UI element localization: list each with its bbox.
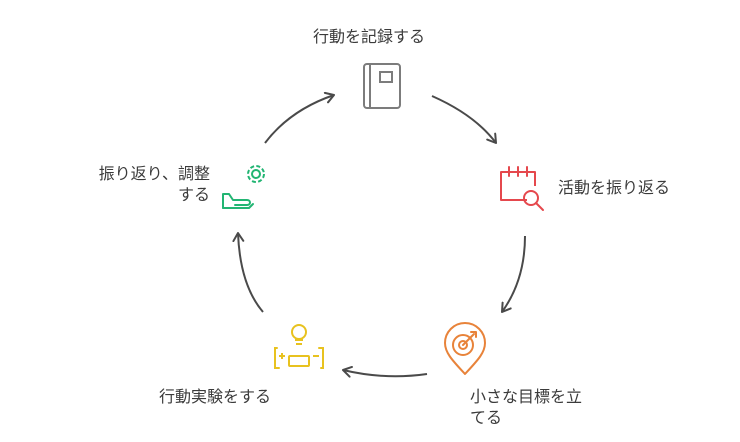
step-label-review: 活動を振り返る <box>558 178 671 197</box>
lightbulb-battery-icon <box>274 324 324 369</box>
arrow-adjust-to-record <box>264 91 335 144</box>
step-label-record: 行動を記録する <box>313 27 426 46</box>
step-label-adjust-line-2: する <box>177 185 210 204</box>
arrow-record-to-review <box>431 95 497 144</box>
calendar-search-icon <box>500 166 544 211</box>
arrow-review-to-goal <box>500 235 526 313</box>
arrow-goal-to-experiment <box>342 365 428 378</box>
notebook-icon <box>363 63 401 109</box>
step-label-adjust-line-1: 振り返り、調整 <box>98 164 210 183</box>
gear-hand-icon <box>222 165 265 209</box>
arrow-experiment-to-adjust <box>232 232 264 313</box>
step-label-goal: 小さな目標を立 てる <box>470 386 620 428</box>
step-label-experiment: 行動実験をする <box>159 387 272 406</box>
target-pin-icon <box>444 322 486 375</box>
step-label-goal-line-2: てる <box>470 408 503 427</box>
step-label-adjust: 振り返り、調整 する <box>68 163 210 205</box>
step-label-goal-line-1: 小さな目標を立 <box>470 387 583 406</box>
